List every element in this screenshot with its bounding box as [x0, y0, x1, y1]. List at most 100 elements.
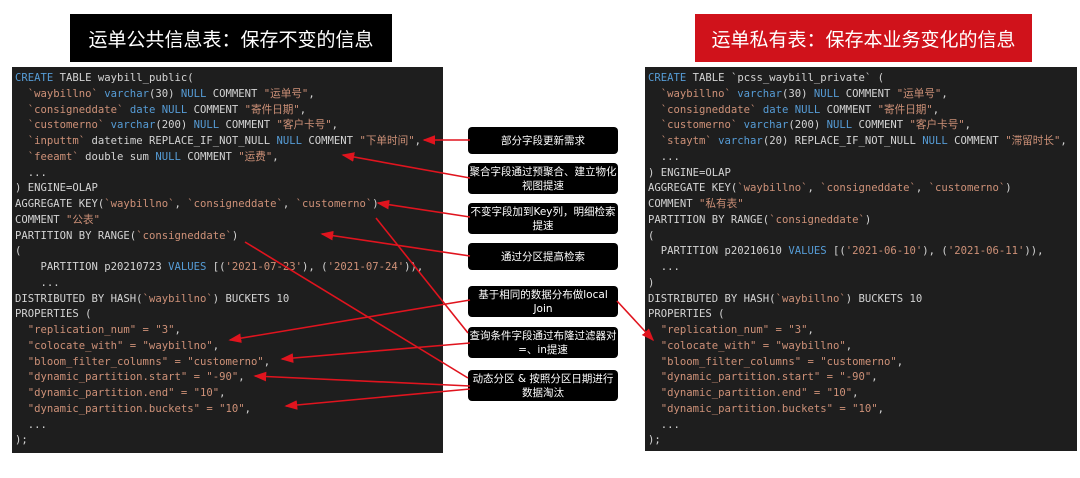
code-keyword: NULL: [922, 135, 948, 147]
code-text: ,: [845, 339, 853, 352]
code-text: TABLE: [686, 72, 731, 84]
code-text: COMMENT: [648, 198, 700, 210]
code-string: "dynamic_partition.end" = "10": [15, 387, 220, 399]
code-string: `waybillno`: [775, 292, 846, 305]
code-string: `consigneddate`: [648, 103, 757, 116]
code-text: ,: [915, 182, 929, 195]
code-string: "私有表": [699, 198, 744, 210]
note-dynamic-partition: 动态分区 & 按照分区日期进行数据淘汰: [468, 370, 618, 401]
code-text: );: [15, 434, 28, 447]
code-text: ,: [807, 324, 814, 336]
code-line: "replication_num" = "3",: [15, 323, 443, 339]
code-line: (: [648, 229, 1077, 245]
code-text: [(: [826, 245, 846, 258]
code-line: COMMENT "私有表": [648, 197, 1077, 213]
code-line: ) ENGINE=OLAP: [648, 166, 1077, 182]
code-string: `inputtm`: [15, 135, 86, 147]
public-table-code: CREATE TABLE waybill_public( `waybillno`…: [12, 67, 443, 453]
code-text: (200): [788, 119, 827, 132]
code-text: ,: [174, 198, 188, 210]
code-text: COMMENT: [219, 119, 277, 132]
code-text: ,: [871, 371, 878, 384]
code-text: ,: [414, 135, 421, 147]
code-line: ...: [648, 418, 1077, 434]
code-text: PROPERTIES (: [648, 308, 725, 321]
code-text: (: [871, 72, 885, 84]
code-keyword: VALUES: [168, 261, 207, 273]
code-text: ): [372, 198, 379, 210]
code-string: "下单时间": [359, 135, 415, 147]
code-text: ,: [932, 103, 940, 116]
code-keyword: date: [756, 103, 795, 116]
code-line: AGGREGATE KEY(`waybillno`, `consigneddat…: [15, 197, 443, 213]
code-text: ,: [299, 103, 307, 116]
code-line: "dynamic_partition.start" = "-90",: [15, 370, 443, 386]
code-text: ): [864, 213, 872, 226]
code-line: `feeamt` double sum NULL COMMENT "运费",: [15, 150, 443, 166]
code-string: "bloom_filter_columns" = "customerno": [648, 355, 897, 368]
code-line: "dynamic_partition.buckets" = "10",: [648, 402, 1077, 418]
code-line: (: [15, 244, 443, 260]
code-text: ): [231, 229, 239, 242]
code-line: "colocate_with" = "waybillno",: [648, 339, 1077, 355]
code-text: ...: [648, 261, 680, 273]
note-bloom-filter: 查询条件字段通过布隆过滤器对=、in提速: [468, 327, 618, 358]
code-text: DISTRIBUTED BY HASH(: [648, 292, 776, 305]
code-text: (: [648, 229, 655, 242]
code-keyword: CREATE: [648, 72, 687, 84]
code-line: ...: [648, 150, 1077, 166]
code-string: "bloom_filter_columns" = "customerno": [15, 355, 264, 368]
code-string: "公表": [66, 213, 100, 226]
note-partial-update: 部分字段更新需求: [468, 127, 618, 154]
code-text: PROPERTIES (: [15, 308, 92, 321]
code-text: ...: [15, 418, 47, 431]
code-line: "dynamic_partition.start" = "-90",: [648, 370, 1077, 386]
code-text: ) BUCKETS 10: [212, 292, 290, 305]
code-keyword: CREATE: [15, 72, 54, 84]
code-text: AGGREGATE KEY(: [648, 182, 738, 195]
code-string: `waybillno`: [737, 182, 808, 195]
code-text: datetime REPLACE_IF_NOT_NULL: [85, 135, 277, 147]
code-text: ,: [331, 119, 339, 132]
code-line: CREATE TABLE waybill_public(: [15, 71, 443, 87]
code-text: ,: [263, 355, 271, 368]
public-table-title: 运单公共信息表：保存不变的信息: [70, 14, 392, 62]
code-string: `consigneddate`: [136, 229, 232, 242]
code-text: ,: [238, 371, 245, 384]
code-text: COMMENT: [206, 87, 264, 100]
code-text: COMMENT: [180, 150, 239, 163]
code-text: ): [648, 276, 655, 289]
code-text: ,: [244, 402, 251, 415]
code-string: "replication_num" = "3": [648, 324, 808, 336]
code-line: "bloom_filter_columns" = "customerno",: [648, 355, 1077, 371]
code-text: )),: [404, 261, 424, 273]
code-string: `customerno`: [648, 119, 738, 132]
code-text: AGGREGATE KEY(: [15, 198, 105, 210]
code-text: PARTITION p20210723: [15, 261, 169, 273]
code-text: ...: [648, 150, 680, 163]
code-line: PARTITION p20210723 VALUES [('2021-07-23…: [15, 260, 443, 276]
code-line: PROPERTIES (: [648, 307, 1077, 323]
code-line: ...: [648, 260, 1077, 276]
private-table-title: 运单私有表：保存本业务变化的信息: [695, 14, 1032, 62]
code-text: ,: [174, 324, 181, 336]
code-string: "寄件日期": [244, 103, 300, 116]
code-line: `consigneddate` date NULL COMMENT "寄件日期"…: [15, 103, 443, 119]
code-line: COMMENT "公表": [15, 213, 443, 229]
code-line: );: [648, 433, 1077, 449]
code-string: `customerno`: [295, 198, 373, 210]
code-text: ,: [1060, 135, 1067, 147]
code-line: PROPERTIES (: [15, 307, 443, 323]
code-line: ...: [15, 166, 443, 182]
code-keyword: NULL: [161, 103, 188, 116]
code-string: `consigneddate`: [187, 198, 283, 210]
code-line: "dynamic_partition.end" = "10",: [648, 386, 1077, 402]
code-text: (30): [781, 87, 814, 100]
code-text: ,: [941, 87, 948, 100]
code-line: `inputtm` datetime REPLACE_IF_NOT_NULL N…: [15, 134, 443, 150]
code-string: `consigneddate`: [15, 103, 124, 116]
code-text: PARTITION p20210610: [648, 245, 789, 258]
code-text: ), (: [302, 261, 328, 273]
code-string: `customerno`: [928, 182, 1006, 195]
code-string: "dynamic_partition.end" = "10": [648, 387, 853, 399]
